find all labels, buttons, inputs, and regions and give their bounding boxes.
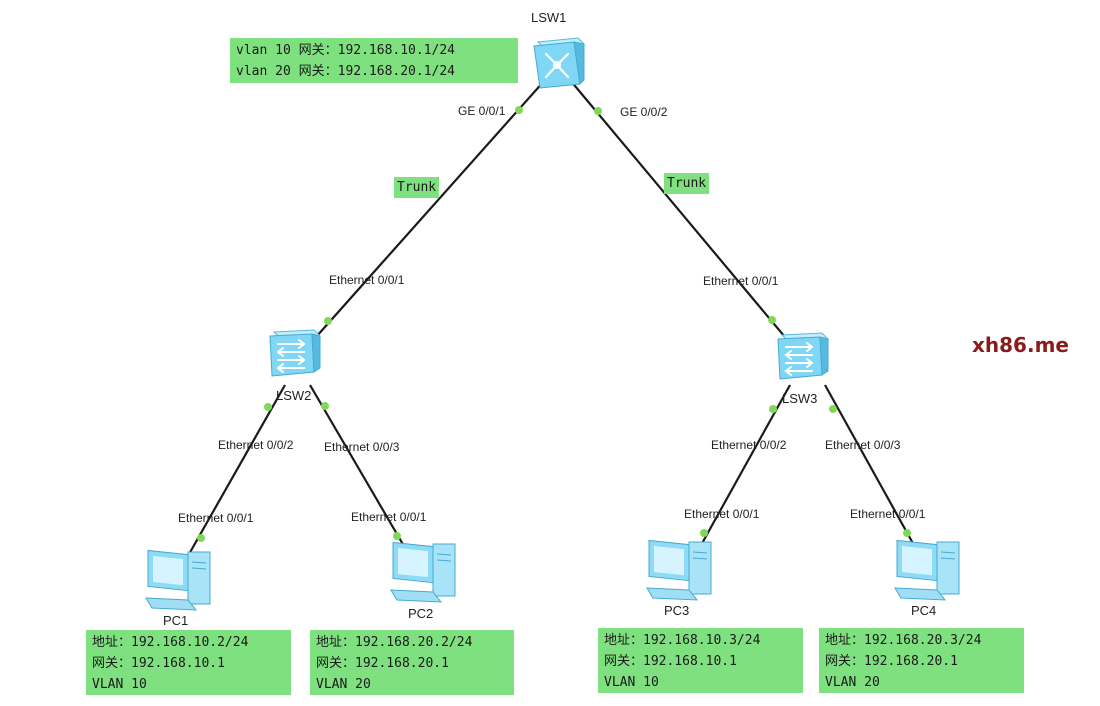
port-label: GE 0/0/1 [458,104,506,118]
port-label: GE 0/0/2 [620,105,668,119]
port-label: Ethernet 0/0/3 [324,440,400,454]
device-name-lsw1: LSW1 [531,10,567,25]
port-dot [594,107,602,115]
port-dot [393,532,401,540]
port-dot [903,529,911,537]
link-lsw1-lsw3 [569,79,801,356]
port-label: Ethernet 0/0/1 [684,507,760,521]
port-label: Ethernet 0/0/2 [711,438,787,452]
port-dot [197,534,205,542]
port-dot [324,317,332,325]
port-dot [768,316,776,324]
port-dot [829,405,837,413]
port-dot [264,403,272,411]
brand-watermark: xh86.me [972,333,1069,357]
device-name-pc4: PC4 [911,603,937,618]
access-switch-icon[interactable] [774,331,830,381]
link-lsw1-lsw2 [299,79,546,356]
device-name-pc1: PC1 [163,613,189,628]
device-name-pc2: PC2 [408,606,434,621]
link-lsw2-pc1 [179,384,286,571]
device-name-pc3: PC3 [664,603,690,618]
port-label: Ethernet 0/0/1 [703,274,779,288]
pc4-address-note: 地址：192.168.20.3/24 网关：192.168.20.1 VLAN … [819,628,1024,693]
access-switch-icon[interactable] [266,328,322,378]
port-label: Ethernet 0/0/1 [850,507,926,521]
port-dot [321,402,329,410]
port-label: Ethernet 0/0/1 [329,273,405,287]
port-label: Ethernet 0/0/2 [218,438,294,452]
pc-icon[interactable] [645,538,715,602]
port-dot [515,106,523,114]
gateway-note-lsw1: vlan 10 网关：192.168.10.1/24 vlan 20 网关：19… [230,38,518,83]
pc1-address-note: 地址：192.168.10.2/24 网关：192.168.10.1 VLAN … [86,630,291,695]
port-label: Ethernet 0/0/1 [178,511,254,525]
port-dot [700,529,708,537]
core-switch-icon[interactable] [530,36,586,90]
device-name-lsw2: LSW2 [276,388,312,403]
pc-icon[interactable] [389,540,459,604]
trunk-label-left: Trunk [394,177,440,198]
pc-icon[interactable] [144,548,214,612]
port-label: Ethernet 0/0/3 [825,438,901,452]
pc3-address-note: 地址：192.168.10.3/24 网关：192.168.10.1 VLAN … [598,628,803,693]
trunk-label-right: Trunk [664,173,710,194]
port-dot [769,405,777,413]
port-label: Ethernet 0/0/1 [351,510,427,524]
pc2-address-note: 地址：192.168.20.2/24 网关：192.168.20.1 VLAN … [310,630,514,695]
device-name-lsw3: LSW3 [782,391,818,406]
pc-icon[interactable] [893,538,963,602]
